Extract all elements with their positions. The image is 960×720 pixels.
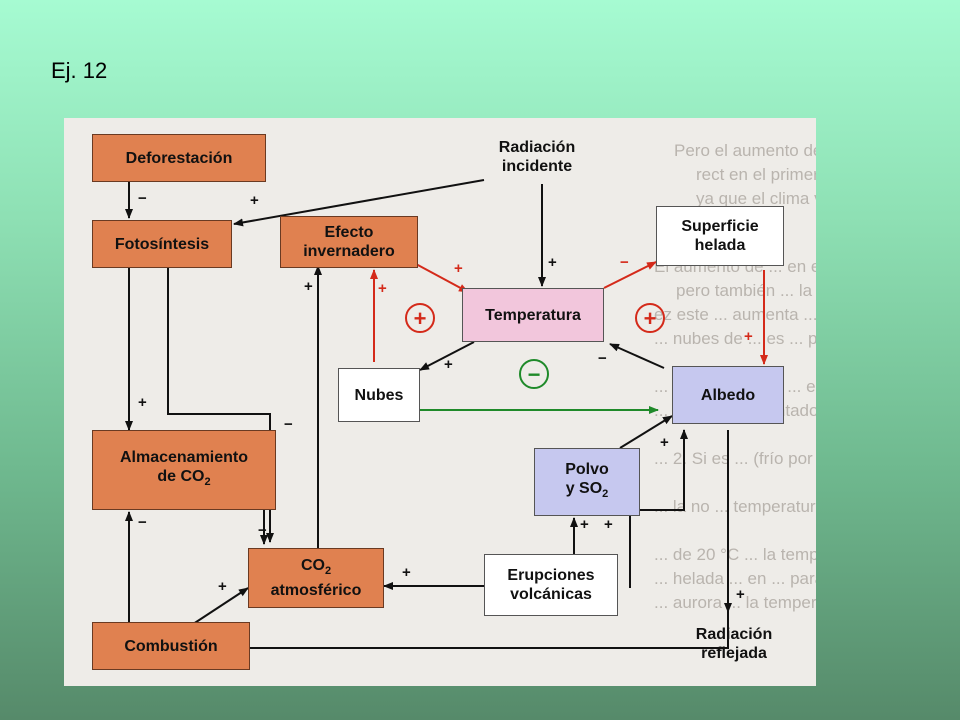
node-radiacion-incidente: Radiación incidente [478, 132, 596, 182]
background-line: ez este ... aumenta ... el calor por el … [654, 305, 816, 324]
node-erupciones-line2: volcánicas [510, 586, 592, 603]
background-line: ... nubes de ... es ... para ... y a ... [654, 329, 816, 348]
arrow-temperatura-nubes [419, 341, 475, 371]
node-almacenamiento-line1: Almacenamiento [119, 448, 249, 466]
background-line: ... 2. Si es ... (frío por debajo ...) [654, 449, 816, 468]
sign-nubes-efecto: + [378, 280, 387, 297]
node-co2-co: CO [300, 556, 325, 574]
node-erupciones-volcanicas: Erupciones volcánicas [484, 554, 618, 616]
negative-loop-icon [519, 359, 549, 389]
background-line: ... helada ... en ... para ... [654, 569, 816, 588]
sign-almacenamiento-co2: − [258, 522, 267, 539]
node-co2-atmosferico: CO2 atmosférico [248, 548, 384, 608]
positive-loop-right-sign: + [643, 305, 657, 331]
sign-superficie-albedo: + [744, 328, 753, 345]
node-radiacion-reflejada-line2: reflejada [701, 645, 767, 662]
sign-efecto-temperatura: + [454, 260, 463, 277]
sign-erupciones-albedo: + [604, 516, 613, 533]
sign-fotosintesis-almacenamiento: + [138, 394, 147, 411]
node-efecto-invernadero: Efecto invernadero [280, 216, 418, 268]
diagram-panel: Pero el aumento de vapor de agua rect en… [64, 118, 816, 686]
sign-erupciones-polvo: + [580, 516, 589, 533]
node-almacenamiento-subscript: 2 [204, 476, 211, 489]
arrow-efecto-temperatura [415, 263, 469, 293]
node-almacenamiento: Almacenamiento de CO2 [92, 430, 276, 510]
background-line: rect en el primer paso (...). El sistema… [696, 165, 816, 184]
sign-radiacion-temperatura: + [548, 254, 557, 271]
node-almacenamiento-line2: de CO2 [157, 467, 210, 492]
sign-radiacion-fotosintesis: + [250, 192, 259, 209]
node-polvo-so2: Polvo y SO2 [534, 448, 640, 516]
slide-title: Ej. 12 [51, 58, 108, 83]
sign-combustion-co2: + [218, 578, 227, 595]
sign-erupciones-co2: + [402, 564, 411, 581]
node-deforestacion-label: Deforestación [125, 149, 233, 167]
sign-combustion-almacenamiento: − [138, 514, 147, 531]
arrow-albedo-temperatura [609, 343, 665, 369]
background-line: pero también ... la superficie ... mient… [676, 281, 816, 300]
arrow-polvo-albedo [619, 415, 673, 449]
diagram-connectors [125, 179, 768, 649]
positive-loop-left-icon [405, 303, 435, 333]
node-superficie-helada: Superficie helada [656, 206, 784, 266]
node-co2-line2: atmosférico [270, 582, 362, 600]
node-temperatura-label: Temperatura [485, 306, 581, 324]
background-line: ... la no ... temperatura ... los ... [654, 497, 816, 516]
sign-fotosintesis-co2: − [284, 416, 293, 433]
background-line: ... de 20 °C ... la temperatura ... dos … [654, 545, 816, 564]
node-co2-line1: CO2 [301, 556, 331, 581]
node-radiacion-incidente-line2: incidente [501, 158, 573, 175]
node-almacenamiento-co: de CO [157, 467, 205, 485]
sign-temperatura-nubes: + [444, 356, 453, 373]
node-radiacion-reflejada-line1: Radiación [695, 626, 773, 643]
background-line: Pero el aumento de vapor de agua [674, 141, 816, 160]
node-polvo-line1: Polvo [565, 460, 609, 478]
node-deforestacion: Deforestación [92, 134, 266, 182]
node-fotosintesis: Fotosíntesis [92, 220, 232, 268]
node-superficie-line2: helada [694, 237, 746, 254]
node-superficie-line1: Superficie [681, 218, 759, 235]
positive-loop-left-sign: + [413, 305, 427, 331]
node-nubes: Nubes [338, 368, 420, 422]
node-polvo-line2: y SO2 [566, 479, 609, 504]
sign-temperatura-superficie: − [620, 254, 629, 271]
background-line: ... aurora ... la temperatura ... planet… [654, 593, 816, 612]
node-radiacion-incidente-line1: Radiación [498, 139, 576, 156]
background-line: ya que el clima vas a (...) [696, 189, 816, 208]
node-efecto-line2: invernadero [303, 243, 395, 260]
arrow-radiacion-fotosintesis [233, 179, 485, 227]
node-radiacion-reflejada: Radiación reflejada [672, 618, 796, 670]
sign-polvo-albedo: + [660, 434, 669, 451]
node-albedo: Albedo [672, 366, 784, 424]
sign-deforestacion-fotosintesis: − [138, 190, 147, 207]
node-efecto-line1: Efecto [324, 224, 374, 241]
positive-loop-right-icon [635, 303, 665, 333]
arrow-temperatura-superficie [603, 261, 657, 289]
node-nubes-label: Nubes [354, 386, 404, 404]
node-co2-subscript: 2 [324, 565, 332, 578]
node-combustion: Combustión [92, 622, 250, 670]
sign-albedo-radiacion: + [736, 586, 745, 603]
node-polvo-so: y SO [565, 479, 603, 497]
sign-albedo-temperatura: − [598, 350, 607, 367]
node-erupciones-line1: Erupciones [507, 567, 595, 584]
node-fotosintesis-label: Fotosíntesis [114, 235, 210, 253]
negative-loop-sign: − [527, 361, 541, 387]
node-temperatura: Temperatura [462, 288, 604, 342]
sign-co2-efecto: + [304, 278, 313, 295]
arrow-erupciones-albedo [629, 429, 688, 588]
node-polvo-subscript: 2 [602, 488, 609, 501]
node-combustion-label: Combustión [124, 637, 218, 655]
node-albedo-label: Albedo [700, 386, 756, 404]
